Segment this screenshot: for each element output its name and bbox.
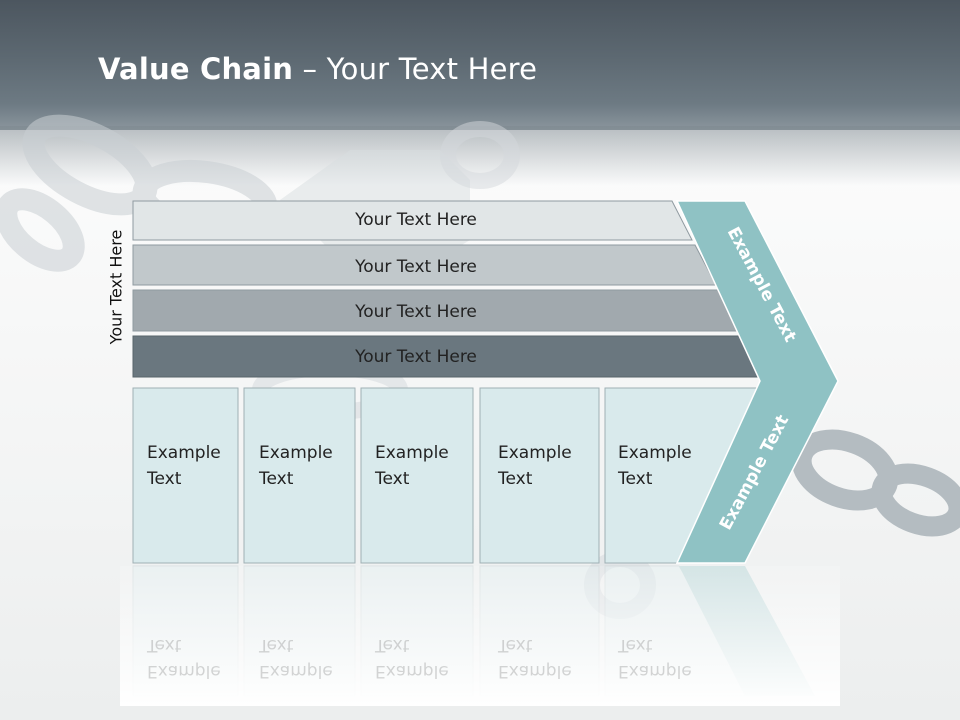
title-banner [0, 0, 960, 130]
reflection-fade [120, 566, 840, 706]
side-label: Your Text Here [106, 229, 126, 345]
bar-4-label: Your Text Here [354, 347, 477, 367]
column-2-reflection-line2: Text [259, 635, 294, 655]
column-4-reflection-line1: Example [498, 661, 572, 681]
column-2-reflection: Example Text [259, 632, 333, 684]
bar-3-label: Your Text Here [354, 302, 477, 322]
column-5-line1: Example [618, 443, 692, 463]
bar-1-shape [132, 200, 693, 241]
column-1-reflection-line1: Example [147, 661, 221, 681]
column-4 [479, 387, 600, 564]
column-1-reflection: Example Text [147, 632, 221, 684]
column-4-reflection-line2: Text [498, 635, 533, 655]
column-5-reflection-line2: Text [618, 635, 653, 655]
column-4-line1: Example [498, 443, 572, 463]
slide-title-rest: – Your Text Here [293, 52, 538, 86]
bar-1-label: Your Text Here [354, 210, 477, 230]
column-4-reflection: Example Text [498, 632, 572, 684]
column-1-line1: Example [147, 443, 221, 463]
chevron-arrow [675, 200, 839, 564]
column-1 [132, 387, 239, 564]
column-2 [243, 387, 356, 564]
column-3-reflection-line1: Example [375, 661, 449, 681]
column-5-line2: Text [618, 469, 653, 489]
column-3 [360, 387, 474, 564]
bar-2-label: Your Text Here [354, 257, 477, 277]
column-3-line2: Text [375, 469, 410, 489]
column-3-reflection-line2: Text [375, 635, 410, 655]
column-5-reflection: Example Text [618, 632, 692, 684]
column-4-line2: Text [498, 469, 533, 489]
column-2-line1: Example [259, 443, 333, 463]
column-3-reflection: Example Text [375, 632, 449, 684]
column-1-reflection-line2: Text [147, 635, 182, 655]
slide-title: Value Chain – Your Text Here [98, 52, 537, 86]
column-2-reflection-line1: Example [259, 661, 333, 681]
column-2-line2: Text [259, 469, 294, 489]
column-5-reflection-line1: Example [618, 661, 692, 681]
column-3-line1: Example [375, 443, 449, 463]
chain-right-art [791, 429, 960, 537]
slide-title-bold: Value Chain [98, 52, 294, 86]
column-1-line2: Text [147, 469, 182, 489]
